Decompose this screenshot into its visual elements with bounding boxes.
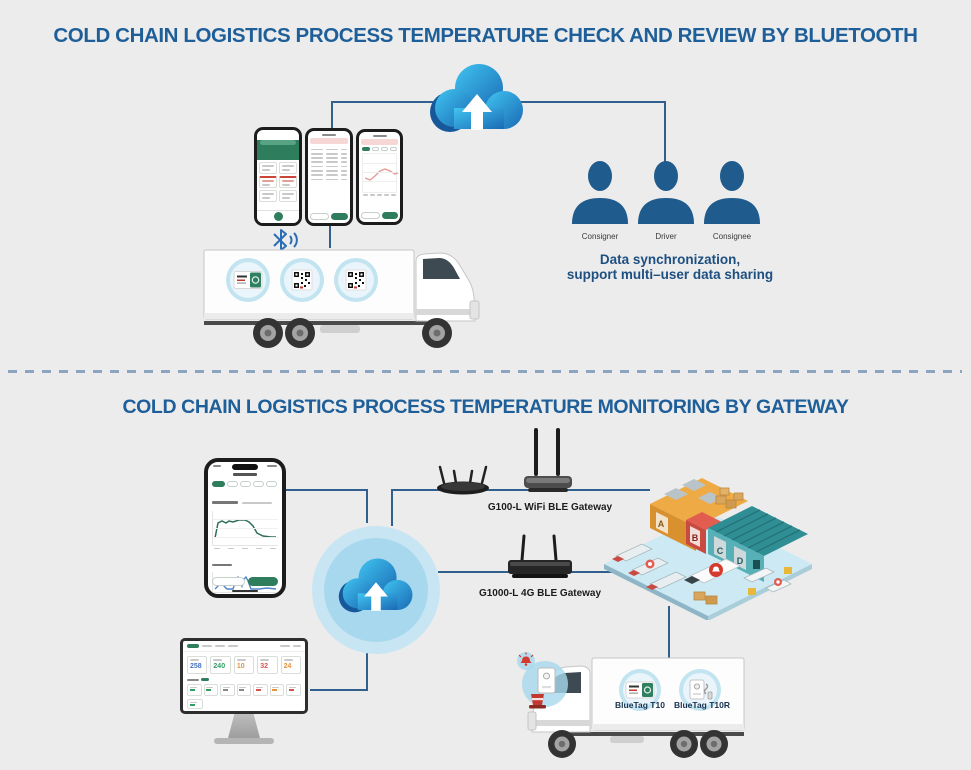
alert-banner <box>361 139 398 145</box>
stat-card: 10 <box>233 656 255 674</box>
secondary-button[interactable] <box>212 577 245 586</box>
connector-phones-to-cloud <box>333 101 433 103</box>
user-label-consigner: Consigner <box>581 232 619 241</box>
g100l-gateway-icon <box>524 428 572 492</box>
scan-button[interactable] <box>273 212 283 221</box>
stat-cards: 258 240 10 32 <box>183 652 305 678</box>
connector-warehouse-to-truck <box>668 606 670 668</box>
top-section-title: COLD CHAIN LOGISTICS PROCESS TEMPERATURE… <box>53 24 918 47</box>
monitor-base <box>214 738 274 744</box>
connector-phone-to-truck <box>329 226 331 248</box>
range-tabs <box>362 147 397 151</box>
small-trucks <box>612 543 687 590</box>
primary-button[interactable] <box>247 577 278 586</box>
table-rows <box>308 145 350 184</box>
connector-cloud-to-monitor-v <box>366 652 368 691</box>
dock-label-b: B <box>692 533 699 543</box>
g100l-gateway-label: G100-L WiFi BLE Gateway <box>487 502 613 513</box>
user-icon-consignee <box>704 161 760 224</box>
stat-value: 32 <box>260 662 269 670</box>
search-bar[interactable] <box>260 140 296 145</box>
connector-cloud-to-warehouse-top <box>391 489 650 491</box>
bluetooth-icon <box>273 229 298 251</box>
stat-card: 24 <box>280 656 302 674</box>
phone-chart <box>356 129 403 225</box>
secondary-button[interactable] <box>361 212 380 219</box>
temperature-chart <box>212 510 278 546</box>
tab-bar <box>257 210 299 223</box>
primary-button[interactable] <box>331 213 348 220</box>
action-buttons <box>361 212 398 219</box>
connector-into-cloud-right <box>391 489 393 526</box>
stat-value: 258 <box>190 662 202 670</box>
connector-cloud-to-users <box>517 101 666 103</box>
dock-label-c: C <box>717 546 724 556</box>
g1000l-gateway-icon <box>508 534 572 578</box>
truck-with-tags <box>203 249 480 348</box>
user-icon-consigner <box>572 161 628 224</box>
alarm-truck <box>684 558 741 584</box>
section-divider <box>8 370 962 373</box>
range-tabs <box>212 481 278 487</box>
connector-into-cloud-left <box>366 489 368 523</box>
stat-value: 10 <box>236 662 245 670</box>
pallet-stacks <box>715 487 744 509</box>
stat-value: 24 <box>283 662 292 670</box>
monitor-stand <box>228 714 260 738</box>
user-icon-driver <box>638 161 694 224</box>
phone-device-list <box>254 127 302 226</box>
connector-phone-to-cloud <box>280 489 368 491</box>
phone-monitoring-app <box>204 458 286 598</box>
monitor-frame: 258 240 10 32 <box>180 638 308 714</box>
dock-label-a: A <box>658 519 665 529</box>
phone-data-table <box>305 128 353 226</box>
alarm-device <box>517 652 568 709</box>
secondary-button[interactable] <box>310 213 329 220</box>
users-group <box>572 161 760 224</box>
stat-card: 240 <box>210 656 231 674</box>
user-label-consignee: Consignee <box>712 232 752 241</box>
user-label-driver: Driver <box>655 232 677 241</box>
phone-group <box>254 127 404 229</box>
bluetag-t10-label: BlueTag T10 <box>615 700 665 710</box>
connector-down-to-driver <box>664 101 666 163</box>
dashboard-screen: 258 240 10 32 <box>183 641 305 711</box>
t10r-device-icon <box>689 679 713 700</box>
cloud-upload-icon <box>338 558 413 613</box>
desktop-monitor: 258 240 10 32 <box>180 638 310 748</box>
yard-vehicles <box>743 567 792 595</box>
app-header <box>257 140 299 160</box>
bottom-section-title: COLD CHAIN LOGISTICS PROCESS TEMPERATURE… <box>122 396 849 418</box>
device-mini-cards <box>183 681 305 699</box>
wheels <box>548 730 728 758</box>
device-card-grid <box>257 160 299 204</box>
g1000l-gateway-label: G1000-L 4G BLE Gateway <box>478 588 602 599</box>
app-title-bar <box>233 473 257 476</box>
alarm-bell-icon <box>518 652 534 666</box>
action-buttons <box>212 577 278 586</box>
x-axis-labels <box>214 547 276 550</box>
alert-banner <box>310 138 348 144</box>
connector-cloud-to-monitor-h <box>310 689 368 691</box>
warehouse-illustration: A B C D <box>604 478 812 620</box>
stat-value: 240 <box>213 662 226 670</box>
primary-button[interactable] <box>381 212 398 219</box>
data-sync-note: Data synchronization, support multi–user… <box>566 252 774 282</box>
wifi-router-icon <box>437 465 489 495</box>
stat-card: 32 <box>257 656 278 674</box>
phone-notch <box>232 464 258 470</box>
wheels <box>253 318 452 348</box>
stat-card: 258 <box>187 656 208 674</box>
home-indicator <box>232 589 258 592</box>
temperature-chart <box>362 153 399 193</box>
bluetag-t10r-label: BlueTag T10R <box>673 700 731 710</box>
dashboard-nav <box>183 641 305 652</box>
dock-label-d: D <box>737 556 744 566</box>
action-buttons <box>310 213 348 220</box>
cloud-upload-icon <box>430 64 523 132</box>
connector-down-to-phones <box>331 101 333 129</box>
truck-with-bluetags <box>527 657 745 758</box>
x-axis-labels <box>363 194 396 196</box>
